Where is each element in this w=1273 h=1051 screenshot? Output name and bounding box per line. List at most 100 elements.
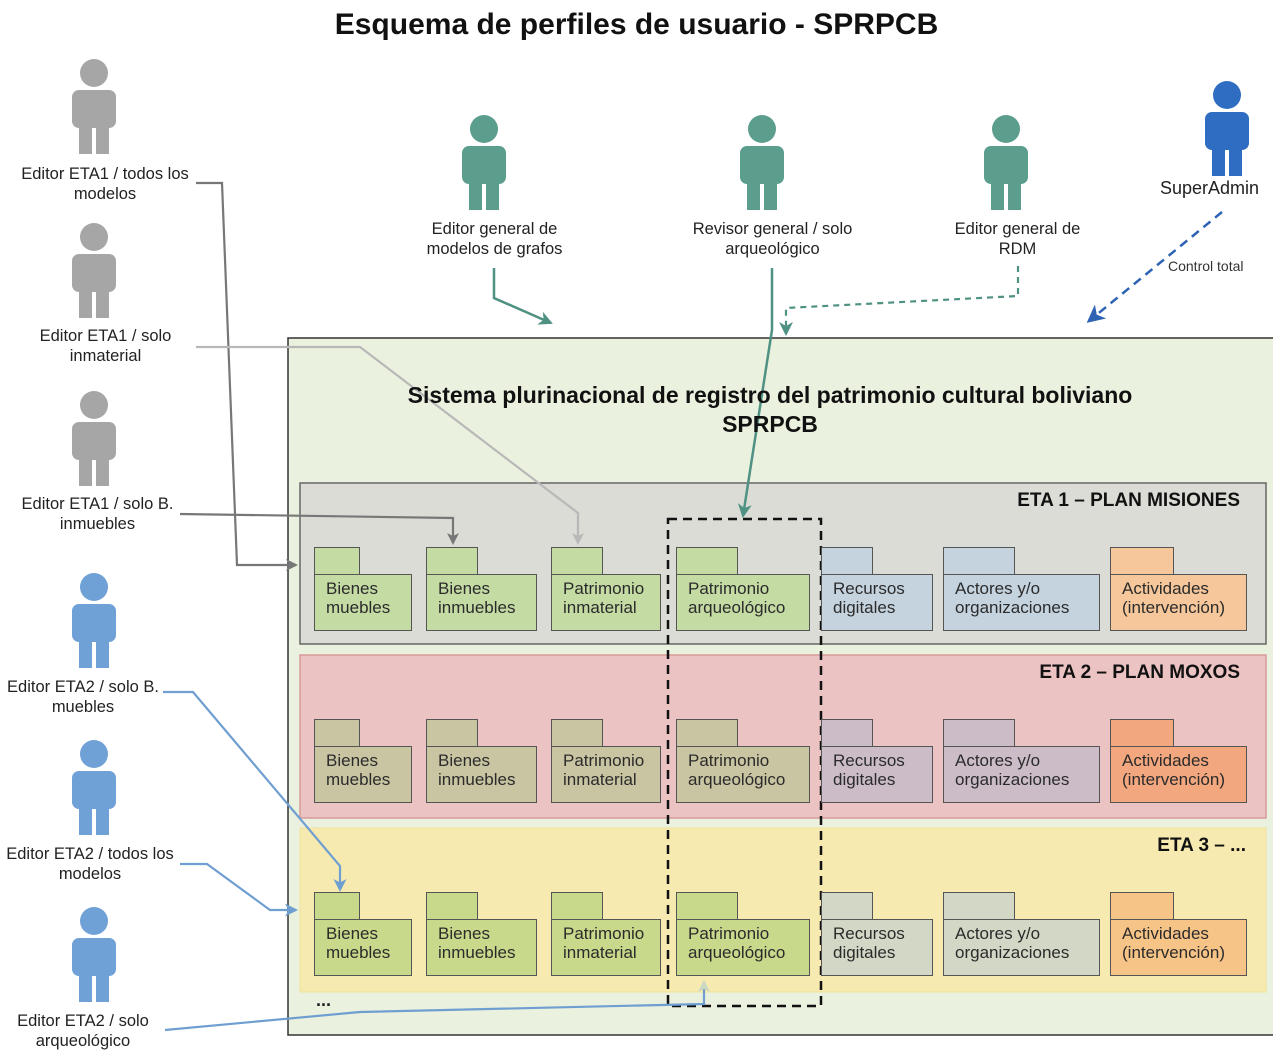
package-label: Bienes xyxy=(438,924,490,943)
package-body: Recursos digitales xyxy=(821,746,933,803)
package-label: Recursos xyxy=(833,579,905,598)
package-label: Patrimonio xyxy=(688,751,770,770)
package-label: inmuebles xyxy=(438,770,516,789)
system-title-line2: SPRPCB xyxy=(722,411,818,437)
package-label: inmaterial xyxy=(563,598,637,617)
package-tab xyxy=(943,892,1015,920)
eta1-package-bienes-muebles[interactable]: Bienes muebles xyxy=(314,547,412,631)
arrow-eta2-bmuebles xyxy=(163,690,347,892)
label-superadmin: SuperAdmin xyxy=(1160,178,1260,198)
package-tab xyxy=(1110,547,1174,575)
eta3-package-patrimonio-arqueologico[interactable]: Patrimonio arqueológico xyxy=(676,892,810,976)
eta1-package-patrimonio-arqueologico[interactable]: Patrimonio arqueológico xyxy=(676,547,810,631)
package-body: Patrimonio arqueológico xyxy=(676,574,810,631)
package-body: Recursos digitales xyxy=(821,919,933,976)
package-body: Actores y/o organizaciones xyxy=(943,919,1100,976)
arrow-control-total xyxy=(1086,211,1223,323)
package-tab xyxy=(426,547,478,575)
eta2-package-patrimonio-inmaterial[interactable]: Patrimonio inmaterial xyxy=(551,719,661,803)
more-etas-ellipsis: ... xyxy=(316,990,332,1010)
eta2-package-actividades[interactable]: Actividades (intervención) xyxy=(1110,719,1247,803)
user-icon-editor-rdm xyxy=(984,115,1028,210)
package-label: organizaciones xyxy=(955,598,1070,617)
package-label: arqueológico xyxy=(688,770,786,789)
eta2-package-recursos-digitales[interactable]: Recursos digitales xyxy=(821,719,933,803)
package-label: muebles xyxy=(326,943,391,962)
package-body: Bienes inmuebles xyxy=(426,574,537,631)
arrow-eta1-inmaterial xyxy=(196,345,584,545)
package-tab xyxy=(1110,719,1174,747)
eta3-package-actores[interactable]: Actores y/o organizaciones xyxy=(943,892,1100,976)
user-icon-eta2-arqueologico xyxy=(72,907,116,1002)
package-body: Actores y/o organizaciones xyxy=(943,574,1100,631)
eta3-package-actividades[interactable]: Actividades (intervención) xyxy=(1110,892,1247,976)
package-body: Bienes muebles xyxy=(314,574,412,631)
package-label: Bienes xyxy=(326,751,378,770)
eta3-package-patrimonio-inmaterial[interactable]: Patrimonio inmaterial xyxy=(551,892,661,976)
package-label: Actividades xyxy=(1122,579,1209,598)
eta1-package-actores[interactable]: Actores y/o organizaciones xyxy=(943,547,1100,631)
package-tab xyxy=(821,547,873,575)
eta1-package-bienes-inmuebles[interactable]: Bienes inmuebles xyxy=(426,547,537,631)
package-tab xyxy=(676,719,738,747)
label-eta2-arqueologico: Editor ETA2 / solo arqueológico xyxy=(17,1012,149,1050)
package-body: Actividades (intervención) xyxy=(1110,746,1247,803)
package-tab xyxy=(426,719,478,747)
package-body: Actividades (intervención) xyxy=(1110,919,1247,976)
package-label: Actores y/o xyxy=(955,751,1041,770)
eta2-package-actores[interactable]: Actores y/o organizaciones xyxy=(943,719,1100,803)
label-editor-rdm: Editor general de RDM xyxy=(954,220,1081,258)
package-body: Bienes muebles xyxy=(314,746,412,803)
arrow-eta1-binmuebles xyxy=(179,512,459,545)
package-label: digitales xyxy=(833,770,896,789)
package-label: Recursos xyxy=(833,924,905,943)
package-tab xyxy=(551,719,603,747)
eta2-title: ETA 2 – PLAN MOXOS xyxy=(1039,662,1240,683)
user-icon-eta1-binmuebles xyxy=(72,391,116,486)
package-label: organizaciones xyxy=(955,770,1070,789)
package-label: Bienes xyxy=(438,751,490,770)
arrow-editor-grafos xyxy=(492,268,553,325)
package-tab xyxy=(314,892,360,920)
eta1-package-recursos-digitales[interactable]: Recursos digitales xyxy=(821,547,933,631)
arrow-eta2-todos xyxy=(180,862,298,917)
package-label: inmuebles xyxy=(438,943,516,962)
package-body: Actores y/o organizaciones xyxy=(943,746,1100,803)
package-tab xyxy=(314,547,360,575)
eta1-package-patrimonio-inmaterial[interactable]: Patrimonio inmaterial xyxy=(551,547,661,631)
eta3-package-bienes-inmuebles[interactable]: Bienes inmuebles xyxy=(426,892,537,976)
package-tab xyxy=(551,547,603,575)
package-label: arqueológico xyxy=(688,598,786,617)
package-label: Patrimonio xyxy=(563,924,645,943)
package-label: Recursos xyxy=(833,751,905,770)
package-label: muebles xyxy=(326,598,391,617)
eta2-package-patrimonio-arqueologico[interactable]: Patrimonio arqueológico xyxy=(676,719,810,803)
package-body: Actividades (intervención) xyxy=(1110,574,1247,631)
package-label: Actores y/o xyxy=(955,924,1041,943)
eta2-package-bienes-muebles[interactable]: Bienes muebles xyxy=(314,719,412,803)
package-tab xyxy=(314,719,360,747)
package-tab xyxy=(1110,892,1174,920)
package-label: Patrimonio xyxy=(563,579,645,598)
eta2-package-bienes-inmuebles[interactable]: Bienes inmuebles xyxy=(426,719,537,803)
package-label: Actividades xyxy=(1122,751,1209,770)
package-body: Patrimonio inmaterial xyxy=(551,919,661,976)
package-body: Recursos digitales xyxy=(821,574,933,631)
arrow-editor-rdm xyxy=(779,266,1020,336)
label-eta1-todos: Editor ETA1 / todos los modelos xyxy=(21,165,189,203)
user-icon-eta1-inmaterial xyxy=(72,223,116,318)
package-label: Bienes xyxy=(326,579,378,598)
eta3-package-recursos-digitales[interactable]: Recursos digitales xyxy=(821,892,933,976)
arrow-eta1-todos xyxy=(196,181,298,571)
package-label: inmaterial xyxy=(563,770,637,789)
label-eta2-todos: Editor ETA2 / todos los modelos xyxy=(6,845,174,883)
eta3-package-bienes-muebles[interactable]: Bienes muebles xyxy=(314,892,412,976)
label-control-total: Control total xyxy=(1168,258,1244,274)
package-body: Bienes muebles xyxy=(314,919,412,976)
package-tab xyxy=(676,547,738,575)
eta1-package-actividades[interactable]: Actividades (intervención) xyxy=(1110,547,1247,631)
package-label: (intervención) xyxy=(1122,598,1225,617)
package-label: Actores y/o xyxy=(955,579,1041,598)
package-label: Actividades xyxy=(1122,924,1209,943)
eta1-title: ETA 1 – PLAN MISIONES xyxy=(1017,490,1240,511)
